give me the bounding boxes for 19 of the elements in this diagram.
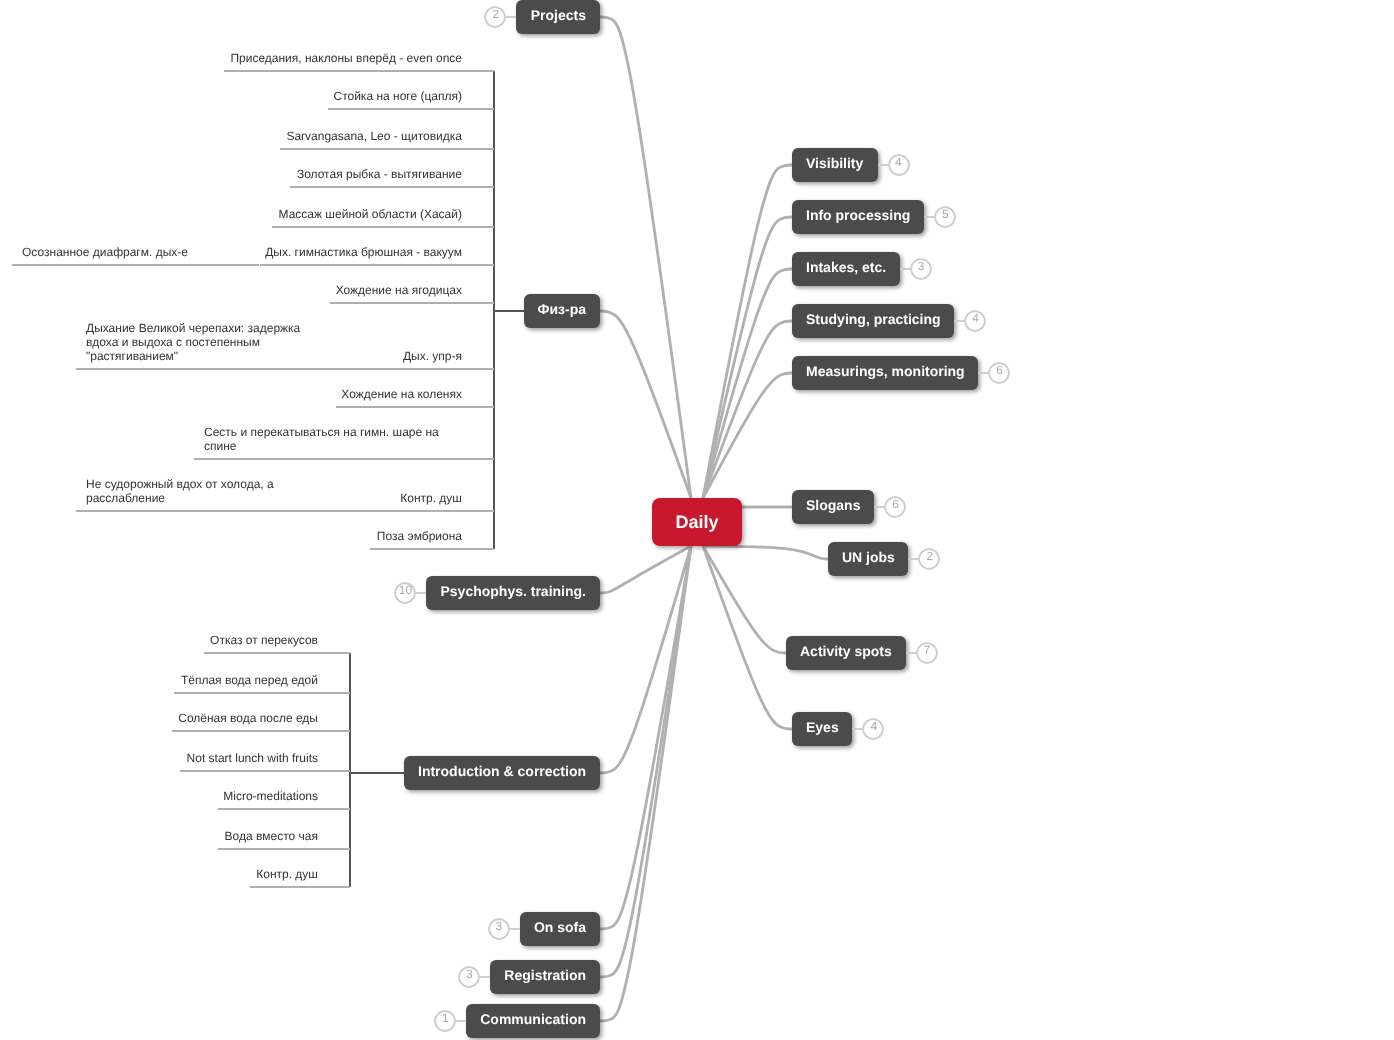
connector-line [742,505,792,509]
connector-line [701,163,793,499]
connector-line [493,310,525,550]
connector-line [701,545,792,731]
connector-line [701,267,792,499]
connector-line [701,319,792,499]
central-topic: Daily [652,498,742,546]
connector-line [327,368,398,370]
connector-line [701,215,792,499]
connector-line [600,309,693,499]
connector-line [701,371,792,499]
connector-line [600,544,692,595]
connector-line [701,545,786,655]
connector-line [235,264,261,266]
connector-line [349,772,405,888]
connector-line [703,544,828,561]
connector-line [323,510,396,512]
connector-line [600,545,693,775]
connector-line [599,15,693,499]
